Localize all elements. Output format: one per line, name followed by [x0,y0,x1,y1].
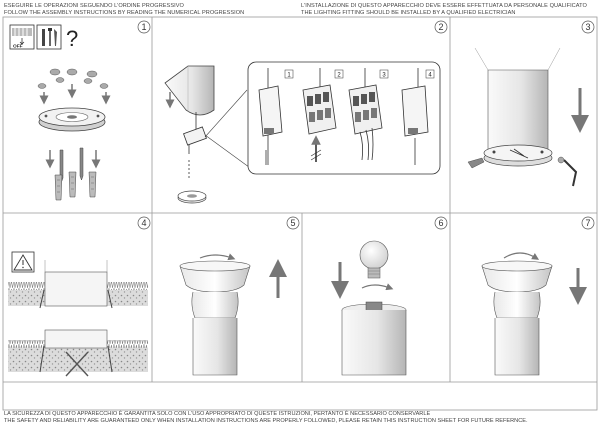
step-number-2: 2 [434,20,448,34]
svg-text:2: 2 [438,22,443,32]
base-plate-icon [38,107,106,132]
svg-text:4: 4 [141,218,146,228]
step-number-5: 5 [286,216,300,230]
header-left-line2: FOLLOW THE ASSEMBLY INSTRUCTIONS BY READ… [4,10,245,16]
svg-text:6: 6 [438,218,443,228]
allen-key-icon [467,156,578,187]
header-installer-warning: L'INSTALLAZIONE DI QUESTO APPARECCHIO DE… [301,3,587,17]
panel-3-fix-base [467,47,589,187]
tools-icon [36,24,62,50]
header-left-line1: ESEGUIRE LE OPERAZIONI SEGUENDO L'ORDINE… [4,3,184,9]
step-number-3: 3 [581,20,595,34]
step-number-4: 4 [137,216,151,230]
panel-7-close-head [481,252,587,376]
header-instructions: ESEGUIRE LE OPERAZIONI SEGUENDO L'ORDINE… [4,3,244,17]
panel-grid [2,16,598,411]
svg-text:4: 4 [428,73,432,79]
footer-safety-note: LA SICUREZZA DI QUESTO APPARECCHIO È GAR… [4,411,528,425]
header-right-line1: L'INSTALLAZIONE DI QUESTO APPARECCHIO DE… [301,3,587,9]
footer-line1: LA SICUREZZA DI QUESTO APPARECCHIO È GAR… [4,411,431,417]
step-number-7: 7 [581,216,595,230]
off-label: OFF [13,44,23,50]
step-number-1: 1 [137,20,151,34]
panel-1-power-off-mounting: OFF ? [9,24,111,201]
circuit-breaker-icon: OFF [9,24,35,50]
svg-text:5: 5 [290,218,295,228]
svg-text:2: 2 [337,73,341,79]
panel-5-fit-head [179,253,287,376]
rotate-arrow-icon [503,252,540,260]
rotate-arrow-icon [199,253,236,261]
panel-2-wiring-connection: 1 2 3 [164,61,441,204]
anchor-bolts-icon [45,147,101,201]
panel-6-insert-bulb [331,240,407,376]
svg-text:1: 1 [287,73,291,79]
svg-text:1: 1 [141,22,146,32]
footer-line2: THE SAFETY AND RELIABILITY ARE GUARANTEE… [4,418,528,424]
substep-1-detach-connector: 1 [258,68,294,165]
question-mark: ? [66,26,78,51]
header-right-line2: THE LIGHTING FITTING SHOULD BE INSTALLED… [301,10,516,16]
substep-4-cover-closed: 4 [401,68,435,165]
svg-text:7: 7 [585,218,590,228]
svg-text:3: 3 [585,22,590,32]
substep-2-terminal-block: 2 [302,68,344,162]
step-number-6: 6 [434,216,448,230]
rotate-arrow-icon [361,283,394,291]
substep-3-wires-connected: 3 [348,68,389,161]
panel-4-ground-installation [8,251,148,377]
cross-icon [65,351,89,377]
warning-icon [11,251,35,273]
svg-text:3: 3 [382,73,386,79]
screw-set-icon [37,68,109,89]
